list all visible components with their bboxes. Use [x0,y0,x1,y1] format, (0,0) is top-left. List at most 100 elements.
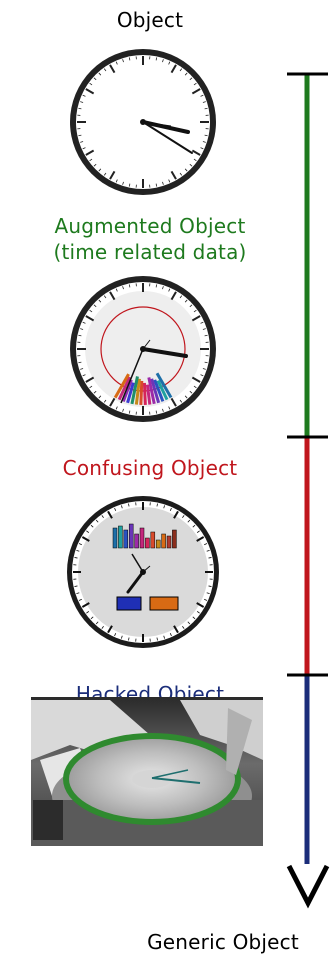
minute-tick [192,524,196,528]
minute-tick [189,390,193,394]
minute-tick [187,621,191,625]
data-ray [117,376,132,401]
minute-tick [128,637,130,641]
minute-tick [187,519,191,523]
minute-tick [114,633,117,637]
minute-tick [184,72,188,76]
minute-tick [200,374,204,377]
minute-tick [122,286,124,290]
minute-tick [101,625,104,629]
mini-bar [145,537,150,549]
minute-tick [200,94,204,97]
minute-tick [78,134,82,137]
minute-tick [196,530,200,533]
minute-tick [155,410,158,414]
minute-tick [89,385,93,389]
minute-tick [78,361,82,364]
minute-tick [78,107,82,110]
minute-tick [120,505,123,509]
minute-tick [168,61,171,65]
arrow-head-icon [286,864,330,909]
minute-tick [128,284,131,288]
minute-tick [89,309,93,313]
turntable-photo [31,697,263,846]
hour-tick [85,315,95,322]
minute-tick [78,334,82,337]
minute-tick [101,515,104,519]
data-ray [147,377,156,405]
minute-tick [179,295,183,299]
minute-tick [193,82,197,86]
mini-bar [134,533,139,549]
hour-tick [85,376,95,383]
data-ray [156,379,169,401]
minute-tick [155,57,158,61]
hour-tick [173,625,179,634]
minute-tick [95,621,99,625]
minute-tick [156,637,158,641]
minute-tick [115,179,118,183]
minute-tick [93,163,97,167]
minute-tick [163,635,166,639]
minute-tick [184,299,188,303]
minute-tick [98,72,102,76]
minute-tick [179,172,183,176]
data-ray [150,378,161,404]
hour-tick [109,170,116,180]
minute-tick [184,168,188,172]
minute-tick [128,503,130,507]
minute-tick [182,515,185,519]
label-augmented-object: Augmented Object [54,214,246,238]
minute-tick [169,507,172,511]
minute-tick [193,309,197,313]
hour-tick [109,64,116,74]
label-object: Object [116,8,184,32]
hour-tick [81,602,90,608]
minute-tick [86,611,90,614]
hour-tick [191,376,201,383]
minute-tick [200,321,204,324]
minute-tick [169,633,172,637]
mini-bar [172,529,177,549]
minute-tick [90,524,94,528]
minute-tick [193,385,197,389]
minute-tick [122,59,124,63]
minute-tick [202,101,206,103]
minute-tick [103,295,107,299]
plain-clock-icon [70,49,216,195]
minute-tick [206,592,210,595]
minute-tick [192,616,196,620]
minute-tick [204,543,208,546]
minute-tick [204,598,208,601]
minute-tick [168,288,171,292]
label-confusing-object: Confusing Object [62,456,238,480]
minute-tick [82,147,86,150]
hour-tick [170,170,177,180]
hour-tick [81,536,90,542]
minute-tick [80,328,84,330]
minute-tick [206,549,210,552]
minute-tick [168,406,171,410]
mini-bar [112,527,118,549]
minute-tick [202,328,206,330]
minute-tick [155,284,158,288]
minute-tick [115,406,118,410]
scale-axis [286,72,330,909]
minute-tick [80,141,84,143]
minute-tick [82,374,86,377]
minute-tick [93,77,97,81]
mini-bar [123,529,129,549]
minute-tick [76,592,80,595]
minute-tick [200,147,204,150]
mini-bar [150,531,156,549]
hour-tick [109,291,116,301]
minute-tick [202,368,206,370]
minute-tick [80,101,84,103]
minute-tick [162,286,164,290]
minute-tick [162,59,164,63]
minute-tick [202,141,206,143]
minute-tick [80,368,84,370]
minute-tick [208,585,212,587]
minute-tick [184,395,188,399]
minute-tick [162,408,164,412]
